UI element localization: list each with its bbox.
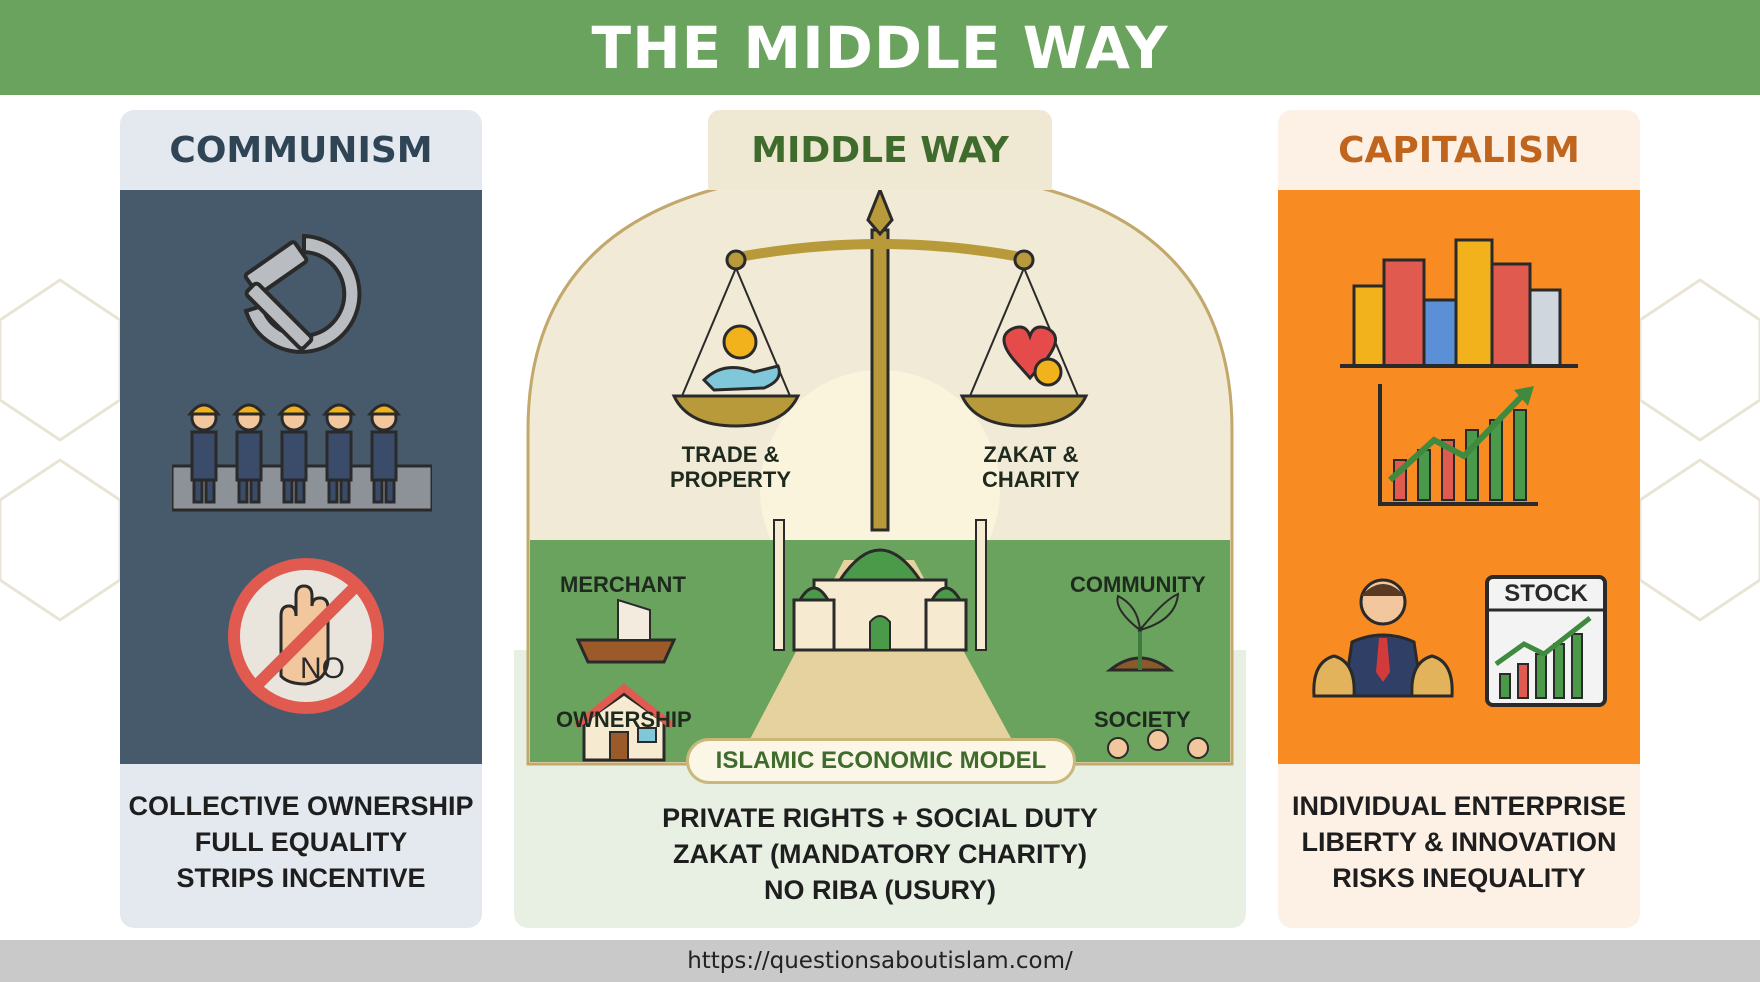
society-label: SOCIETY (1094, 707, 1191, 732)
hammer-sickle-icon (243, 233, 362, 354)
ownership-label: OWNERSHIP (556, 707, 692, 732)
scale-right-label: ZAKAT & CHARITY (982, 442, 1080, 492)
communism-panel: NO (120, 190, 482, 764)
scale-right-line-1: ZAKAT & (983, 442, 1079, 467)
scale-left-line-1: TRADE & (681, 442, 780, 467)
scale-left-label: TRADE & PROPERTY (670, 442, 791, 492)
middle-way-bullets: PRIVATE RIGHTS + SOCIAL DUTY ZAKAT (MAND… (514, 800, 1246, 908)
community-label: COMMUNITY (1070, 572, 1206, 597)
middle-bullet-2: ZAKAT (MANDATORY CHARITY) (673, 839, 1087, 869)
capitalism-bullet-3: RISKS INEQUALITY (1332, 863, 1586, 893)
stock-label: STOCK (1504, 580, 1588, 607)
footer-bar: https://questionsaboutislam.com/ (0, 940, 1760, 982)
businessman-icon (1312, 578, 1454, 698)
workers-factory-icon (172, 403, 432, 512)
capitalism-bullets: INDIVIDUAL ENTERPRISE LIBERTY & INNOVATI… (1278, 788, 1640, 896)
middle-way-column: MIDDLE WAY TRADE & PROPERTY ZAKAT & CHAR… (514, 110, 1246, 928)
page-title: THE MIDDLE WAY (591, 13, 1169, 82)
no-badge: NO (300, 652, 345, 685)
communism-bullet-1: COLLECTIVE OWNERSHIP (128, 791, 474, 821)
footer-url[interactable]: https://questionsaboutislam.com/ (687, 948, 1073, 974)
background-pattern-right (1640, 278, 1760, 622)
communism-bullets: COLLECTIVE OWNERSHIP FULL EQUALITY STRIP… (120, 788, 482, 896)
communism-title: COMMUNISM (169, 129, 433, 171)
mosque-scene (526, 168, 1234, 766)
merchant-label: MERCHANT (560, 572, 686, 597)
middle-way-title: MIDDLE WAY (708, 110, 1052, 190)
stock-chart-icon (1485, 575, 1607, 707)
islamic-economic-model-label: ISLAMIC ECONOMIC MODEL (686, 738, 1076, 784)
header-banner: THE MIDDLE WAY (0, 0, 1760, 95)
scale-right-line-2: CHARITY (982, 467, 1080, 492)
middle-bullet-1: PRIVATE RIGHTS + SOCIAL DUTY (662, 803, 1098, 833)
city-skyline-icon (1340, 238, 1578, 368)
capitalism-bullet-1: INDIVIDUAL ENTERPRISE (1291, 791, 1627, 821)
capitalism-column: CAPITALISM (1278, 110, 1640, 928)
rising-chart-icon (1378, 384, 1538, 506)
background-pattern-left (0, 278, 120, 622)
capitalism-panel: STOCK (1278, 190, 1640, 764)
scale-left-line-2: PROPERTY (670, 467, 792, 492)
communism-bullet-3: STRIPS INCENTIVE (176, 863, 426, 893)
no-hand-icon (228, 558, 384, 714)
capitalism-title: CAPITALISM (1338, 129, 1580, 171)
communism-bullet-2: FULL EQUALITY (194, 827, 408, 857)
capitalism-bullet-2: LIBERTY & INNOVATION (1301, 827, 1617, 857)
communism-column: COMMUNISM NO COLLECTIVE OWNERS (120, 110, 482, 928)
middle-bullet-3: NO RIBA (USURY) (764, 875, 996, 905)
